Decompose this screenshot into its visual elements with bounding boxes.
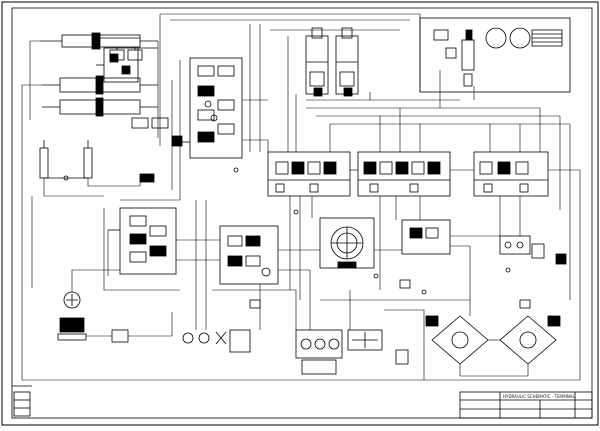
tank-assembly: [57, 291, 129, 343]
check-valves: [233, 167, 567, 309]
pump-motor-unit: [419, 17, 571, 93]
wheel-motor-left: [425, 315, 489, 365]
title-block-title: HYDRAULIC SCHEMATIC - TERMINAL: [503, 394, 576, 399]
tilt-cylinder-upper: [40, 32, 158, 61]
lift-cylinders: [305, 27, 359, 97]
pilot-unit: [96, 47, 158, 83]
wheel-motor-right: [499, 315, 561, 365]
valve-bank-left: [267, 151, 351, 197]
pump-cluster: [295, 329, 343, 375]
side-lift-cylinders: [39, 140, 93, 181]
valve-bank-middle: [357, 151, 451, 197]
main-control-valve: [171, 57, 243, 159]
directional-control-valve: [401, 219, 545, 259]
filter-cooler: [347, 329, 409, 365]
title-block: HYDRAULIC SCHEMATIC - TERMINAL: [459, 391, 593, 419]
accumulator-group: [182, 329, 251, 353]
priority-valve: [219, 225, 279, 285]
tilt-cylinder-lower: [42, 75, 169, 129]
steering-pump: [319, 217, 375, 269]
left-control-valves: [108, 173, 177, 275]
hydraulic-lines: [21, 13, 581, 381]
valve-bank-right: [473, 151, 549, 197]
